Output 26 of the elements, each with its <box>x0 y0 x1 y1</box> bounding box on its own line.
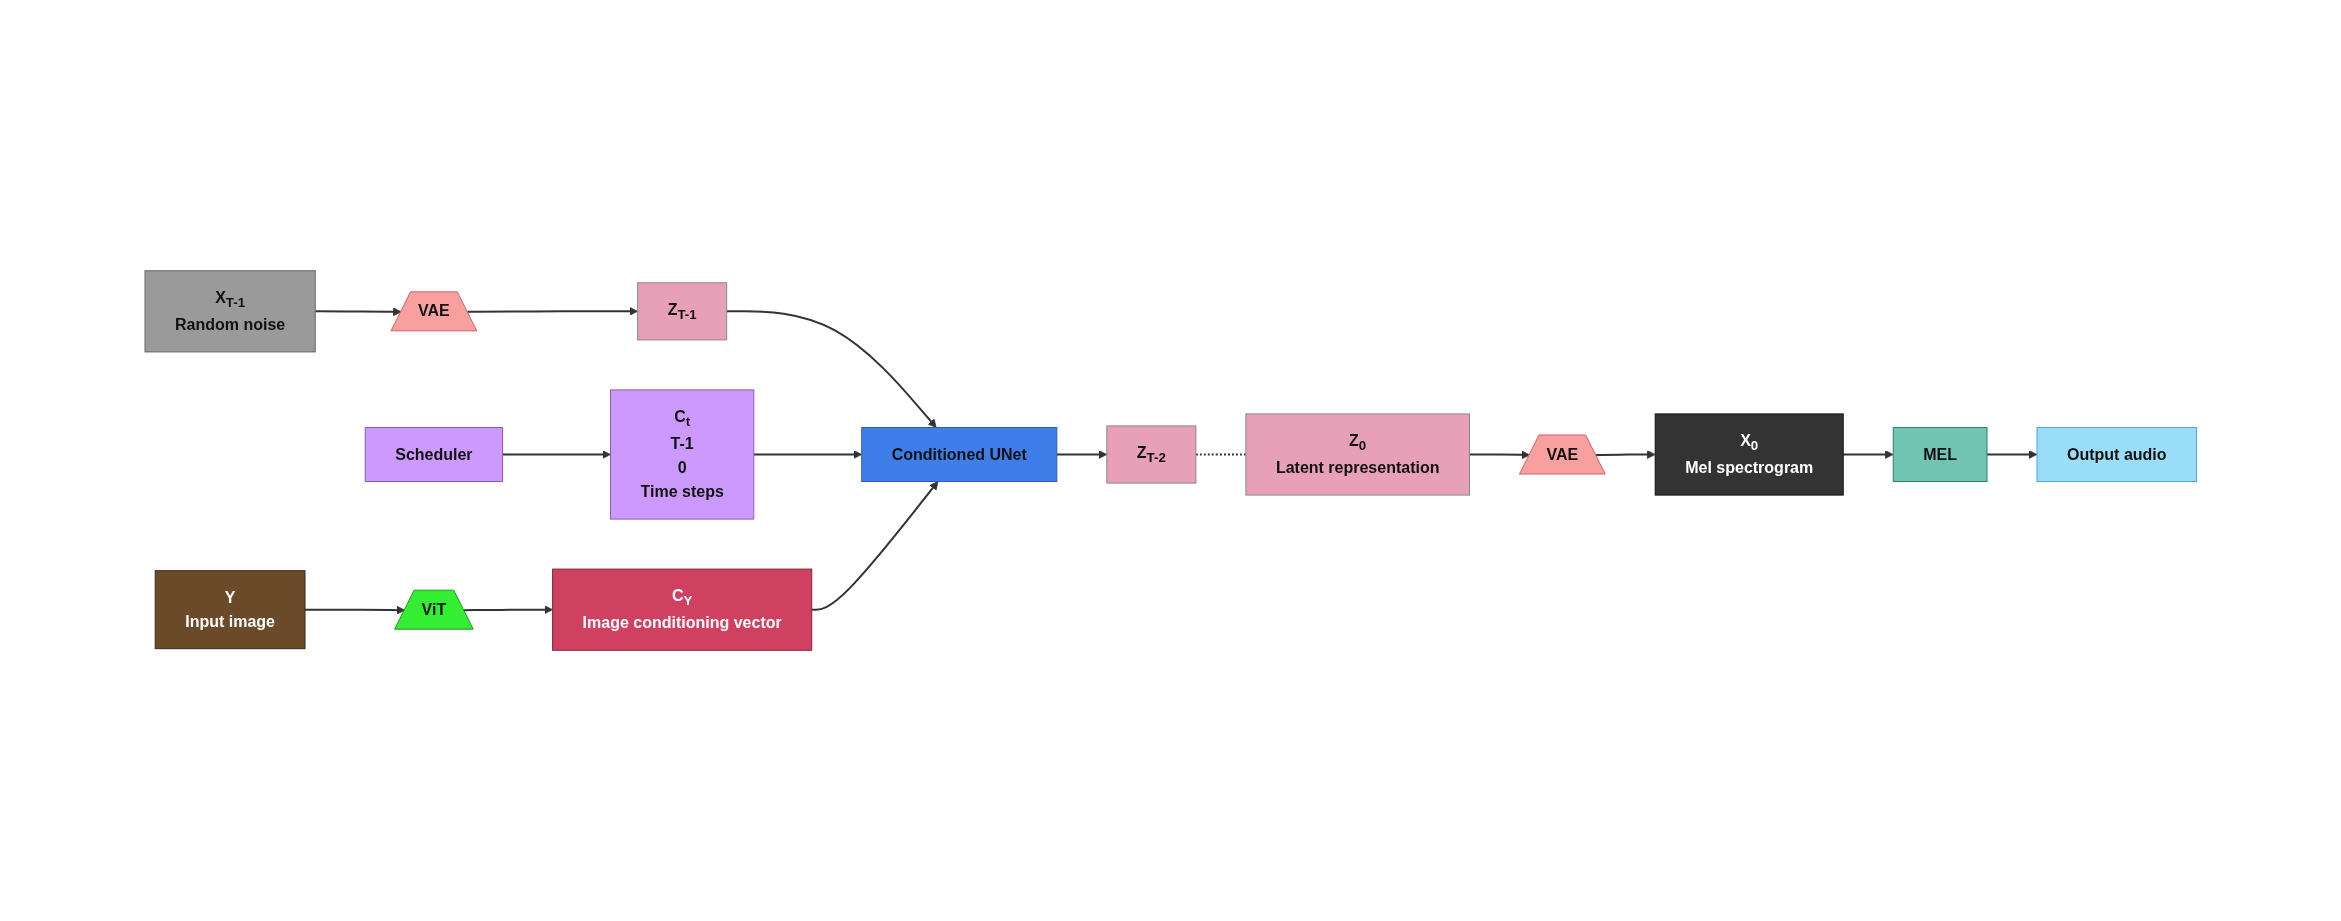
arrow <box>810 481 939 611</box>
arrow <box>1985 450 2038 459</box>
node-box: Y Input image <box>154 570 306 650</box>
node-box: Z$_{0}$ Latent representation <box>1245 413 1470 496</box>
node-box: C$_{Y}$ Image conditioning vector <box>551 568 812 651</box>
arrow <box>1841 450 1894 459</box>
node-box: Z$_{T-2}$ <box>1106 425 1197 484</box>
arrow <box>1468 450 1530 460</box>
arrow <box>1055 450 1107 459</box>
node-box: MEL <box>1892 427 1988 482</box>
arrow <box>1594 450 1656 459</box>
node-box: Conditioned UNet <box>860 427 1058 482</box>
node-box: Output audio <box>2036 427 2197 482</box>
arrow <box>725 310 937 428</box>
node-box: Z$_{T-1}$ <box>636 282 727 341</box>
arrow <box>313 307 402 317</box>
connector <box>1194 453 1247 456</box>
arrow <box>462 605 553 615</box>
arrow <box>752 450 862 459</box>
node-box: X$_{T-1}$ Random noise <box>144 270 316 353</box>
node-box: Scheduler <box>364 427 503 482</box>
node-box: C$_{t}$ T-1 0 Time steps <box>609 389 755 520</box>
arrow <box>466 306 638 316</box>
node-box: X$_{0}$ Mel spectrogram <box>1654 413 1844 496</box>
arrow <box>501 450 611 459</box>
arrow <box>303 605 405 615</box>
